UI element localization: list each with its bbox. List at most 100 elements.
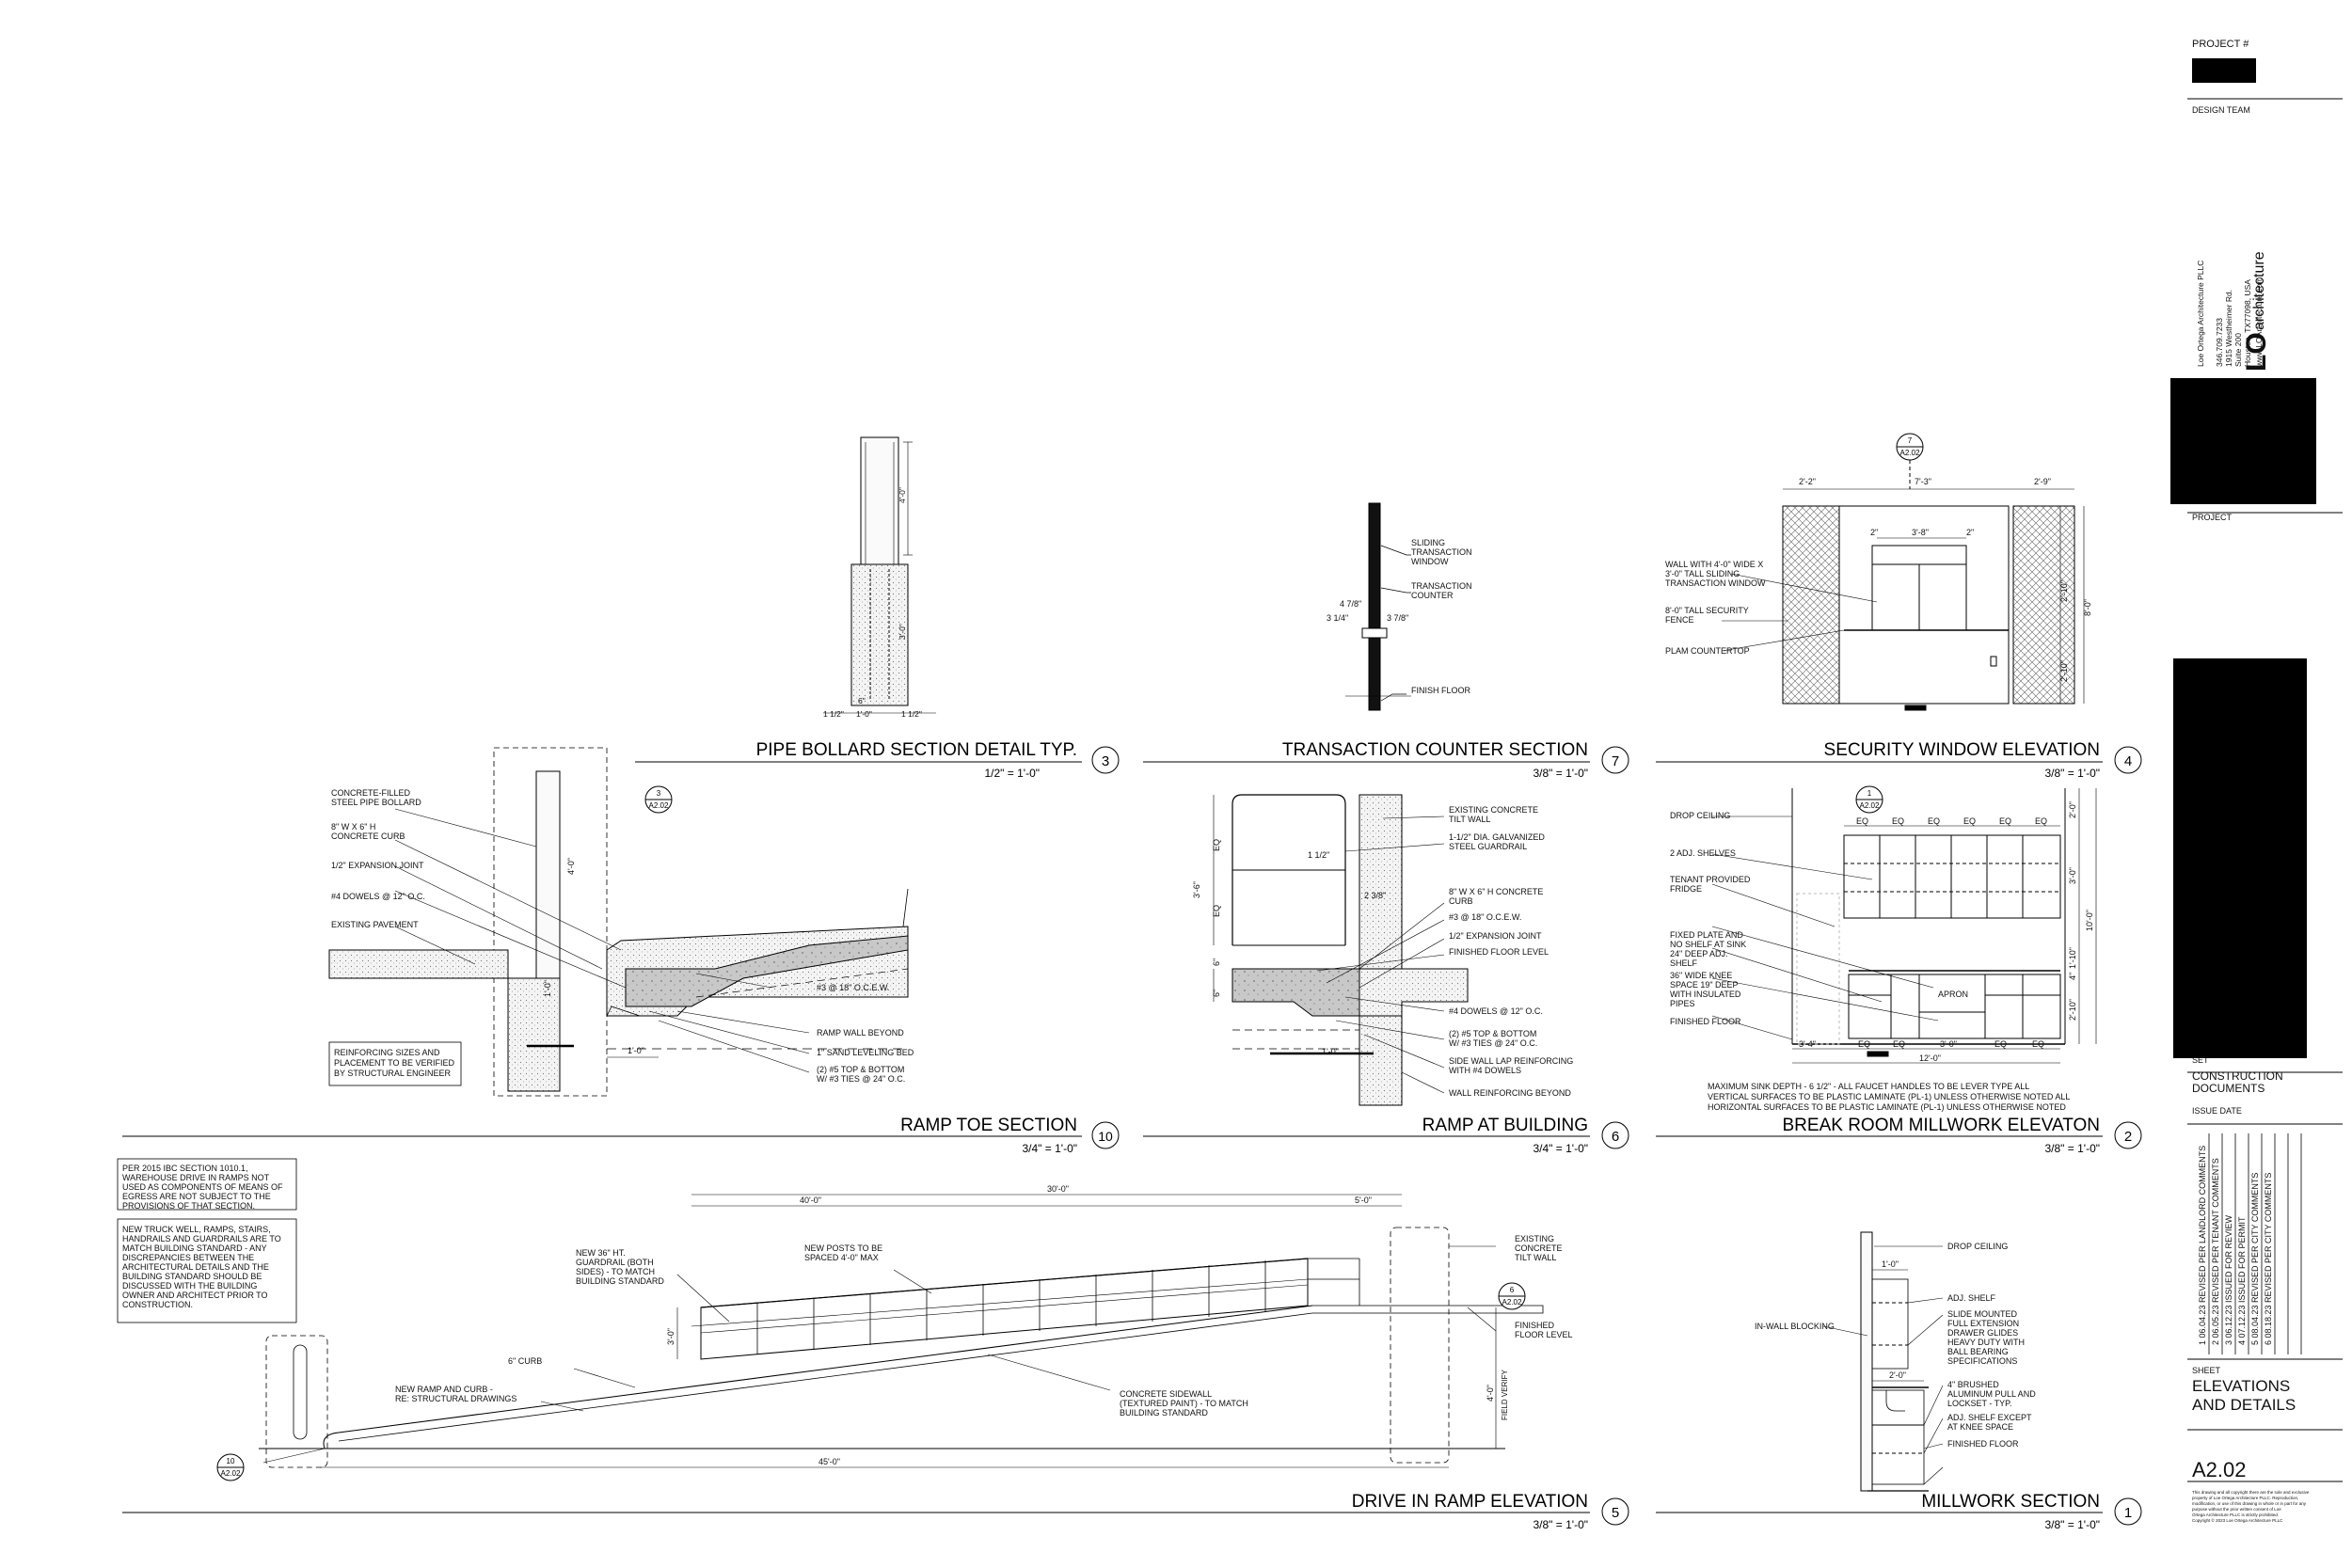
note-text: ADJ. SHELF [1947, 1293, 1996, 1303]
note-text: FENCE [1665, 615, 1694, 625]
dimension-text: 4'-0" [898, 487, 907, 503]
box-text: WAREHOUSE DRIVE IN RAMPS NOT [122, 1173, 270, 1182]
title-block [2187, 98, 2343, 1482]
drive-ramp-notes: PER 2015 IBC SECTION 1010.1, WAREHOUSE D… [122, 1164, 1573, 1466]
copyright-line: modification, or use of this drawing in … [2192, 1501, 2307, 1506]
dimension-text: 3'-0" [1940, 1039, 1957, 1049]
revision-entry: 6 08.18.23 REVISED PER CITY COMMENTS [2264, 1173, 2273, 1345]
note-text: #3 @ 18" O.C.E.W. [1449, 912, 1521, 922]
dimension-text: FIELD VERIFY [1501, 1370, 1509, 1420]
note-text: SPECIFICATIONS [1947, 1356, 2017, 1366]
drive-ramp-ref-right: 6 A2.02 [1498, 1282, 1526, 1310]
box-text: NEW TRUCK WELL, RAMPS, STAIRS, [122, 1225, 271, 1234]
note-text: CURB [1449, 896, 1473, 906]
detail-2-title-bar: BREAK ROOM MILLWORK ELEVATON 3/8" = 1'-0… [1656, 1116, 2142, 1155]
detail-scale: 3/4" = 1'-0" [1533, 1142, 1588, 1155]
note-text: #4 DOWELS @ 12" O.C. [331, 892, 425, 901]
note-text: RE: STRUCTURAL DRAWINGS [395, 1394, 516, 1403]
dimension-text: 1'-0" [543, 980, 552, 997]
box-text: CONSTRUCTION. [122, 1300, 193, 1309]
note-text: EXISTING [1515, 1234, 1554, 1243]
note-text: WITH INSULATED [1670, 990, 1741, 999]
note-text: SIDE WALL LAP REINFORCING [1449, 1056, 1573, 1066]
ref-number: 10 [227, 1457, 235, 1465]
note-text: SPACE 19" DEEP [1670, 980, 1739, 990]
dimension-text: 2 3/8" [1364, 891, 1386, 900]
ref-sheet: A2.02 [1502, 1298, 1522, 1307]
detail-5-title-bar: DRIVE IN RAMP ELEVATION 3/8" = 1'-0" 5 [122, 1492, 1629, 1531]
dimension-text: 2'-0" [2068, 801, 2077, 818]
sheet-title: ELEVATIONS [2192, 1377, 2290, 1395]
box-text: OWNER AND ARCHITECT PRIOR TO [122, 1291, 268, 1300]
note-text: FINISHED FLOOR [1947, 1439, 2019, 1449]
dimension-text: 1 1/2" [1308, 850, 1329, 860]
dimension-text: 12'-0" [1919, 1053, 1941, 1063]
project-number-label: PROJECT # [2192, 39, 2249, 50]
dimension-text: 2'-0" [1889, 1370, 1906, 1380]
revision-entry: 2 06.05.23 REVISED PER TENANT COMMENTS [2211, 1158, 2220, 1345]
detail-title: RAMP TOE SECTION [900, 1116, 1077, 1135]
note-text: ADJ. SHELF EXCEPT [1947, 1413, 2032, 1422]
note-text: COUNTER [1411, 591, 1454, 600]
box-text: EGRESS ARE NOT SUBJECT TO THE [122, 1192, 271, 1201]
eq-label: EQ [1892, 816, 1904, 826]
ref-number: 6 [1510, 1286, 1515, 1294]
security-ref-bubble: 7 A2.02 [1896, 433, 1924, 489]
box-text: DISCREPANCIES BETWEEN THE [122, 1253, 254, 1262]
detail-scale: 1/2" = 1'-0" [984, 767, 1040, 780]
detail-titles: PIPE BOLLARD SECTION DETAIL TYP. 1/2" = … [122, 740, 2142, 1531]
note-text: (TEXTURED PAINT) - TO MATCH [1120, 1399, 1248, 1408]
box-text: ARCHITECTURAL DETAILS AND THE [122, 1262, 269, 1272]
detail-title: TRANSACTION COUNTER SECTION [1282, 740, 1588, 760]
transaction-counter-drawing [1345, 502, 1411, 711]
project-number-box [2192, 58, 2256, 83]
box-text: PER 2015 IBC SECTION 1010.1, [122, 1164, 248, 1173]
dimension-text: 2" [1870, 528, 1878, 537]
note-text: AT KNEE SPACE [1947, 1422, 2013, 1432]
project-label: PROJECT [2192, 513, 2233, 522]
dimension-text: 8'-0" [2083, 599, 2092, 616]
revision-list: 1 06.04.23 REVISED PER LANDLORD COMMENTS… [2198, 1146, 2273, 1345]
dimension-text: 2'-10" [2059, 660, 2069, 682]
revision-grid [2208, 1133, 2302, 1354]
dimension-text: 4'-0" [566, 858, 576, 875]
note-text: SLIDE MOUNTED [1947, 1309, 2018, 1319]
note-text: LOCKSET - TYP. [1947, 1399, 2012, 1408]
dimension-text: 10'-0" [2085, 910, 2094, 931]
note-text: EXISTING CONCRETE [1449, 805, 1538, 815]
note-text: 1" SAND LEVELING BED [817, 1048, 914, 1057]
detail-title: MILLWORK SECTION [1921, 1492, 2100, 1512]
note-text: STEEL GUARDRAIL [1449, 842, 1527, 851]
set-value: CONSTRUCTION [2192, 1069, 2283, 1083]
note-text: FIXED PLATE AND [1670, 930, 1743, 940]
logo-text: LO [2241, 332, 2272, 372]
sheet-label: SHEET [2192, 1366, 2221, 1375]
break-room-notes: DROP CEILING 2 ADJ. SHELVES TENANT PROVI… [1670, 801, 2094, 1112]
dimension-text: 1'-0" [1322, 1047, 1339, 1056]
note-text: TILT WALL [1449, 815, 1490, 824]
firm-line: www.LOArchitecture.com [2254, 277, 2264, 368]
box-text: USED AS COMPONENTS OF MEANS OF [122, 1182, 283, 1192]
break-room-ref-bubble: 1 A2.02 [1855, 785, 1883, 814]
note-text: 3'-0" TALL SLIDING [1665, 569, 1740, 578]
dimension-text: 6" [1212, 958, 1221, 966]
ref-number: 7 [1908, 436, 1913, 445]
note-text: RAMP WALL BEYOND [817, 1028, 904, 1037]
note-text: 1/2" EXPANSION JOINT [1449, 931, 1542, 941]
ref-number: 1 [1867, 789, 1872, 798]
drive-ramp-guardrail-posts [700, 1258, 1360, 1359]
dimension-text: 5'-0" [1355, 1196, 1372, 1205]
set-label: SET [2192, 1055, 2209, 1065]
note-text: 36" WIDE KNEE [1670, 971, 1732, 980]
note-text: CONCRETE SIDEWALL [1120, 1389, 1212, 1399]
note-text: SHELF [1670, 958, 1698, 968]
detail-number: 6 [1612, 1129, 1619, 1145]
dimension-text: 1'-10" [2068, 947, 2077, 969]
revision-entry: 1 06.04.23 REVISED PER LANDLORD COMMENTS [2198, 1146, 2207, 1345]
dimension-text: 1'-0" [628, 1046, 644, 1055]
dimension-text: 1'-0" [856, 709, 872, 719]
note-text: TILT WALL [1515, 1253, 1556, 1262]
note-text: NEW RAMP AND CURB - [395, 1385, 493, 1394]
note-text: PIPES [1670, 999, 1695, 1008]
box-text: PLACEMENT TO BE VERIFIED [334, 1058, 455, 1068]
